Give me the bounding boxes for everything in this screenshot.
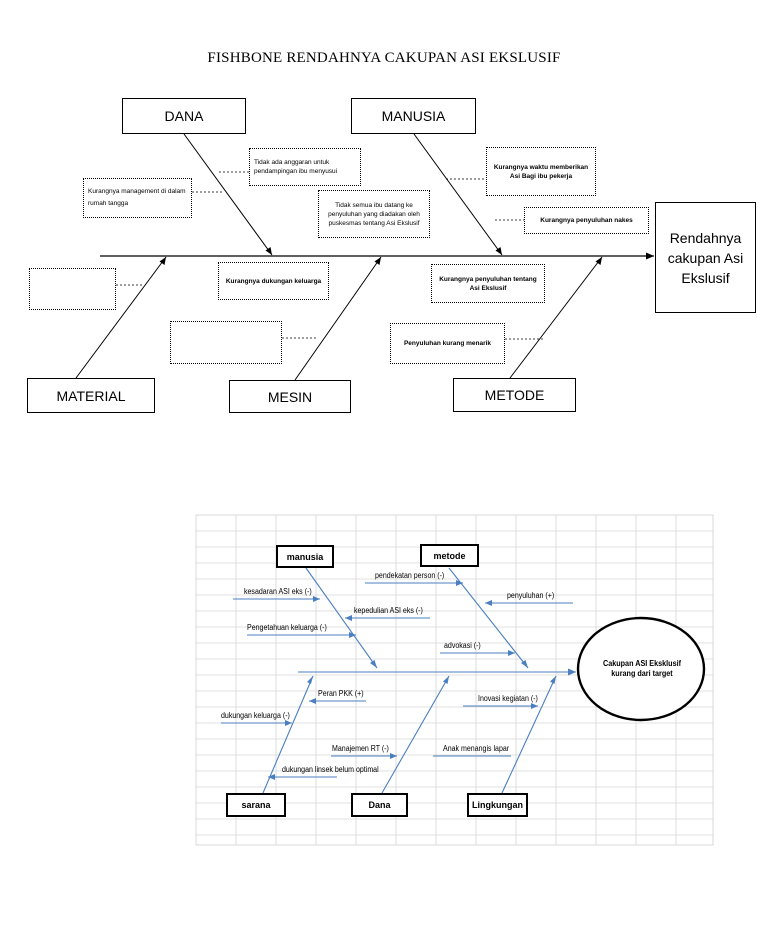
bone-metode bbox=[509, 256, 603, 379]
category2-lingkungan: Lingkungan bbox=[467, 793, 528, 817]
problem-head: Rendahnya cakupan Asi Ekslusif bbox=[655, 202, 756, 313]
diagram-title: FISHBONE RENDAHNYA CAKUPAN ASI EKSLUSIF bbox=[207, 50, 561, 66]
note-metode-menarik: Penyuluhan kurang menarik bbox=[390, 323, 505, 364]
head-ellipse bbox=[576, 616, 706, 722]
cause-dukungan-keluarga: dukungan keluarga (-) bbox=[221, 711, 290, 720]
note-dana-management: Kurangnya management di dalam rumah tang… bbox=[83, 178, 192, 218]
cause-advokasi: advokasi (-) bbox=[444, 641, 481, 650]
category2-metode: metode bbox=[420, 544, 479, 567]
category2-manusia: manusia bbox=[276, 545, 334, 568]
note-metode-penyuluhan: Kurangnya penyuluhan tentang Asi Ekslusi… bbox=[431, 264, 545, 303]
problem-head-2: Cakupan ASI Eksklusif kurang dari target bbox=[602, 658, 682, 678]
category-manusia: MANUSIA bbox=[351, 98, 476, 134]
note-manusia-nakes: Kurangnya penyuluhan nakes bbox=[524, 207, 649, 234]
cause-kepedulian: kepedulian ASI eks (-) bbox=[354, 606, 423, 615]
bone-manusia bbox=[413, 133, 503, 256]
cause-kesadaran: kesadaran ASI eks (-) bbox=[244, 587, 312, 596]
cause-inovasi: Inovasi kegiatan (-) bbox=[478, 694, 538, 703]
note-manusia-waktu: Kurangnya waktu memberikan Asi Bagi ibu … bbox=[486, 147, 596, 196]
category2-sarana: sarana bbox=[226, 793, 286, 817]
category-dana: DANA bbox=[122, 98, 246, 134]
bone-dana bbox=[183, 133, 273, 256]
cause-pendekatan: pendekatan person (-) bbox=[375, 571, 445, 580]
cause-peran-pkk: Peran PKK (+) bbox=[318, 689, 364, 698]
note-mesin-empty bbox=[170, 321, 282, 364]
category2-dana: Dana bbox=[351, 793, 408, 817]
cause-pengetahuan: Pengetahuan keluarga (-) bbox=[247, 623, 327, 632]
category-mesin: MESIN bbox=[229, 380, 351, 413]
cause-anak-menangis: Anak menangis lapar bbox=[443, 744, 510, 753]
bone-mesin bbox=[294, 256, 382, 381]
note-dana-anggaran: Tidak ada anggaran untuk pendampingan ib… bbox=[249, 148, 361, 186]
cause-penyuluhan: penyuluhan (+) bbox=[507, 591, 555, 600]
category-material: MATERIAL bbox=[27, 378, 155, 413]
note-material-empty bbox=[29, 268, 116, 310]
category-metode: METODE bbox=[453, 378, 576, 412]
note-manusia-datang: Tidak semua ibu datang ke penyuluhan yan… bbox=[318, 190, 430, 238]
note-dana-dukungan: Kurangnya dukungan keluarga bbox=[218, 262, 329, 300]
cause-dukungan-linsek: dukungan linsek belum optimal bbox=[282, 765, 379, 774]
cause-manajemen-rt: Manajemen RT (-) bbox=[332, 744, 389, 753]
bone-material bbox=[75, 256, 167, 379]
